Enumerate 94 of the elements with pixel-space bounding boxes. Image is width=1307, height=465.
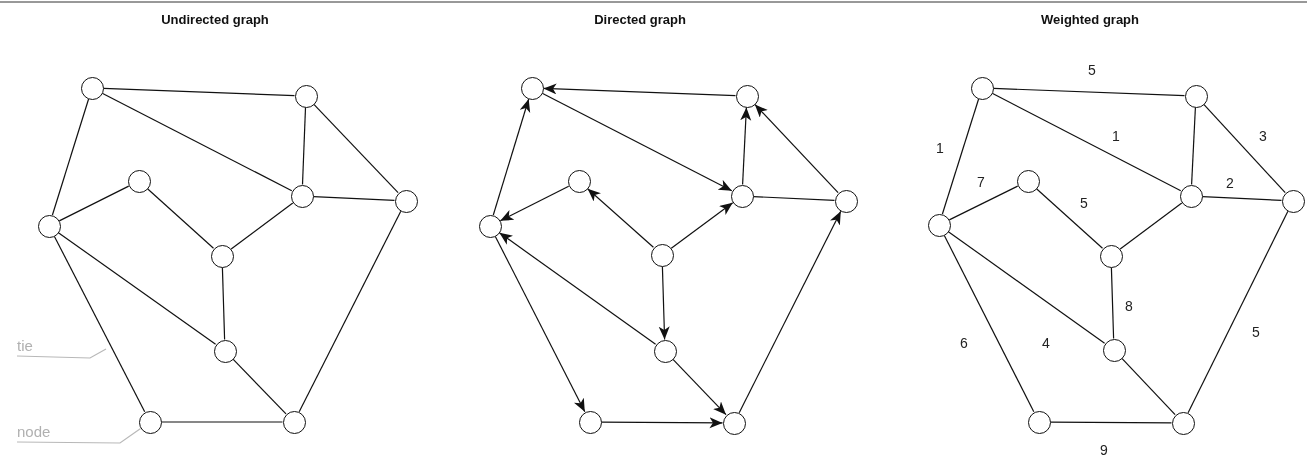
edge-line <box>313 103 399 194</box>
graph-node-circle <box>294 84 318 108</box>
graph-node-circle <box>138 410 162 434</box>
directed-arrow <box>738 210 842 414</box>
edge-line <box>53 235 146 413</box>
edge-line <box>57 232 217 345</box>
graph-node-circle <box>478 214 502 238</box>
edge-line <box>992 87 1186 97</box>
edge-line <box>941 98 980 215</box>
directed-arrow <box>542 83 737 97</box>
edge-line <box>1121 357 1176 416</box>
edge-line <box>1119 202 1183 250</box>
edge-weight-label: 8 <box>1124 299 1134 313</box>
callout-label: node <box>17 424 51 439</box>
leader-line <box>16 428 142 444</box>
directed-arrow <box>498 232 657 345</box>
directed-arrow <box>587 188 654 248</box>
graph-node-circle <box>735 84 759 108</box>
edge-line <box>1187 210 1289 414</box>
graph-node-circle <box>1102 338 1126 362</box>
leader-line <box>16 348 107 359</box>
graph-node-circle <box>970 76 994 100</box>
edge-line <box>312 196 396 201</box>
graph-node-circle <box>80 76 104 100</box>
edge-weight-label: 7 <box>976 175 986 189</box>
graph-node-circle <box>567 169 591 193</box>
edge-weight-label: 1 <box>1111 129 1121 143</box>
graph-node-circle <box>722 411 746 435</box>
graph-node-circle <box>1184 84 1208 108</box>
edge-weight-label: 5 <box>1079 196 1089 210</box>
graph-node-circle <box>1099 244 1123 268</box>
graph-node-circle <box>834 189 858 213</box>
edge-line <box>58 185 130 222</box>
directed-arrow <box>754 103 839 194</box>
edge-weight-label: 9 <box>1099 443 1109 457</box>
directed-arrow <box>670 202 734 249</box>
graph-node-circle <box>127 169 151 193</box>
edge-weight-label: 2 <box>1225 176 1235 190</box>
graph-node-circle <box>282 410 306 434</box>
edge-weight-label: 1 <box>935 141 945 155</box>
edge-line <box>752 196 836 201</box>
graph-node-circle <box>1171 411 1195 435</box>
graph-node-circle <box>578 410 602 434</box>
graph-node-circle <box>730 184 754 208</box>
graph-node-circle <box>394 189 418 213</box>
directed-arrow <box>600 417 724 429</box>
graph-node-circle <box>210 244 234 268</box>
callout-label: tie <box>17 338 33 353</box>
graph-node-circle <box>1027 410 1051 434</box>
edge-weight-label: 5 <box>1087 63 1097 77</box>
edge-line <box>160 421 284 423</box>
edge-weight-label: 3 <box>1258 129 1268 143</box>
edge-line <box>102 87 296 97</box>
graph-node-circle <box>653 339 677 363</box>
panel-title: Directed graph <box>594 12 686 27</box>
directed-arrow <box>740 106 752 186</box>
edge-line <box>298 210 402 413</box>
edge-line <box>1110 266 1115 340</box>
directed-arrow <box>494 235 586 413</box>
edge-line <box>947 231 1106 344</box>
edge-weight-label: 6 <box>959 336 969 350</box>
edge-line <box>232 358 287 415</box>
edge-line <box>1201 196 1283 201</box>
graph-node-circle <box>1179 184 1203 208</box>
directed-arrow <box>499 185 570 222</box>
edge-weight-label: 5 <box>1251 325 1261 339</box>
edge-line <box>101 92 293 192</box>
edge-line <box>1203 103 1286 194</box>
edge-line <box>991 92 1182 192</box>
edge-line <box>301 106 307 186</box>
graph-node-circle <box>37 214 61 238</box>
edge-weight-label: 4 <box>1041 336 1051 350</box>
directed-arrow <box>672 358 727 416</box>
graph-node-circle <box>927 213 951 237</box>
edge-line <box>221 266 226 341</box>
edge-line <box>948 185 1019 221</box>
graph-node-circle <box>520 76 544 100</box>
edge-line <box>943 234 1035 413</box>
graph-node-circle <box>650 243 674 267</box>
edge-line <box>146 188 215 249</box>
graph-node-circle <box>1281 189 1305 213</box>
directed-arrow <box>658 265 670 341</box>
edge-line <box>230 202 294 250</box>
directed-arrow <box>541 92 733 192</box>
panel-title: Weighted graph <box>1041 12 1139 27</box>
graph-node-circle <box>290 184 314 208</box>
edge-line <box>51 98 90 216</box>
edge-line <box>1035 188 1104 249</box>
graph-node-circle <box>1016 169 1040 193</box>
graph-node-circle <box>213 339 237 363</box>
edge-line <box>1049 421 1173 424</box>
edge-line <box>1191 106 1196 186</box>
panel-title: Undirected graph <box>161 12 269 27</box>
directed-arrow <box>492 98 531 216</box>
